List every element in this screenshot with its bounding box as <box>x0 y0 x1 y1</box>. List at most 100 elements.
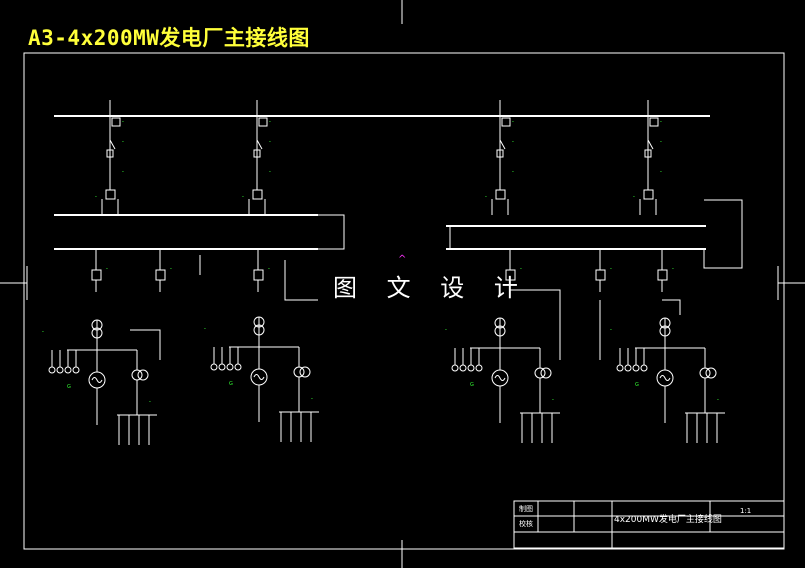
tick-mark: ″ <box>269 171 271 177</box>
transformer-circle <box>253 316 265 328</box>
disconnect-box <box>501 117 511 127</box>
breaker-blade <box>647 139 654 150</box>
breaker-box <box>253 149 261 158</box>
transformer-circle <box>91 327 103 339</box>
connection-line <box>510 289 561 360</box>
motor-load <box>56 366 64 374</box>
transformer-box <box>495 189 506 200</box>
tick-mark: ″ <box>42 331 44 337</box>
aux-transformer <box>137 369 149 381</box>
breaker-blade <box>256 139 263 150</box>
tick-mark: ″ <box>269 121 271 127</box>
breaker-box <box>253 269 264 281</box>
tick-mark: ″ <box>122 171 124 177</box>
breaker-box <box>155 269 166 281</box>
title-block-scale: 1:1 <box>740 507 752 515</box>
transformer-circle <box>494 317 506 329</box>
disconnect-box <box>111 117 121 127</box>
hv-feeder <box>639 100 659 215</box>
motor-load <box>475 364 483 372</box>
breaker-box <box>657 269 668 281</box>
unit-tag: G <box>635 382 639 388</box>
tick-mark: ″ <box>122 121 124 127</box>
title-block-drawn-label: 制图 <box>519 505 533 513</box>
tick-mark: ″ <box>149 401 151 407</box>
hv-feeder <box>248 100 268 215</box>
motor-load <box>624 364 632 372</box>
aux-feeder <box>253 250 264 292</box>
transformer-circle <box>494 325 506 337</box>
tick-mark: ″ <box>311 398 313 404</box>
generator-wave <box>91 377 103 383</box>
tick-mark: ″ <box>512 141 514 147</box>
transformer-circle <box>659 317 671 329</box>
tick-mark: ″ <box>520 268 522 274</box>
tick-mark: ″ <box>633 196 635 202</box>
unit-tag: G <box>470 382 474 388</box>
breaker-blade <box>109 139 116 150</box>
generator-wave <box>659 375 671 381</box>
tick-mark: ″ <box>552 399 554 405</box>
generator-unit <box>210 316 319 442</box>
motor-load <box>632 364 640 372</box>
tick-mark: ″ <box>610 268 612 274</box>
tick-mark: ″ <box>660 171 662 177</box>
breaker-box <box>595 269 606 281</box>
motor-load <box>226 363 234 371</box>
generator-unit <box>616 317 725 443</box>
unit-tag: G <box>229 381 233 387</box>
generator-wave <box>253 374 265 380</box>
tick-mark: ″ <box>717 399 719 405</box>
unit-tag: G <box>67 384 71 390</box>
generator-unit <box>48 319 157 445</box>
hv-feeder <box>491 100 511 215</box>
connection-line <box>662 299 681 315</box>
generator-unit <box>451 317 560 443</box>
tick-mark: ″ <box>204 328 206 334</box>
aux-feeder <box>91 250 102 292</box>
transformer-box <box>105 189 116 200</box>
cursor-marker: ^ <box>398 254 406 265</box>
tick-mark: ″ <box>660 121 662 127</box>
tick-mark: ″ <box>170 268 172 274</box>
title-block-drawing-name: 4x200MW发电厂主接线图 <box>614 515 722 525</box>
motor-load <box>64 366 72 374</box>
aux-feeder <box>155 250 166 292</box>
tick-mark: ″ <box>512 121 514 127</box>
motor-load <box>451 364 459 372</box>
right-connections <box>510 289 681 360</box>
motor-load <box>616 364 624 372</box>
tick-mark: ″ <box>512 171 514 177</box>
aux-transformer <box>699 367 711 379</box>
aux-transformer <box>534 367 546 379</box>
breaker-box <box>91 269 102 281</box>
motor-load <box>48 366 56 374</box>
tick-mark: ″ <box>269 141 271 147</box>
transformer-box <box>252 189 263 200</box>
breaker-box <box>106 149 114 158</box>
motor-load <box>640 364 648 372</box>
transformer-circle <box>659 325 671 337</box>
bus-couplers <box>318 199 743 269</box>
breaker-box <box>496 149 504 158</box>
tick-mark: ″ <box>106 268 108 274</box>
aux-transformer <box>540 367 552 379</box>
aux-transformer <box>131 369 143 381</box>
transformer-circle <box>253 324 265 336</box>
motor-load <box>234 363 242 371</box>
breaker-blade <box>499 139 506 150</box>
title-block <box>513 500 785 549</box>
tick-mark: ″ <box>672 268 674 274</box>
disconnect-box <box>258 117 268 127</box>
motor-load <box>72 366 80 374</box>
tick-mark: ″ <box>122 141 124 147</box>
hv-feeder <box>101 100 121 215</box>
tick-mark: ″ <box>445 329 447 335</box>
drawing-title: A3-4x200MW发电厂主接线图 <box>28 26 310 50</box>
motor-load <box>459 364 467 372</box>
aux-feeder <box>657 250 668 292</box>
watermark-text: 图 文 设 计 <box>333 274 529 302</box>
aux-transformer <box>293 366 305 378</box>
